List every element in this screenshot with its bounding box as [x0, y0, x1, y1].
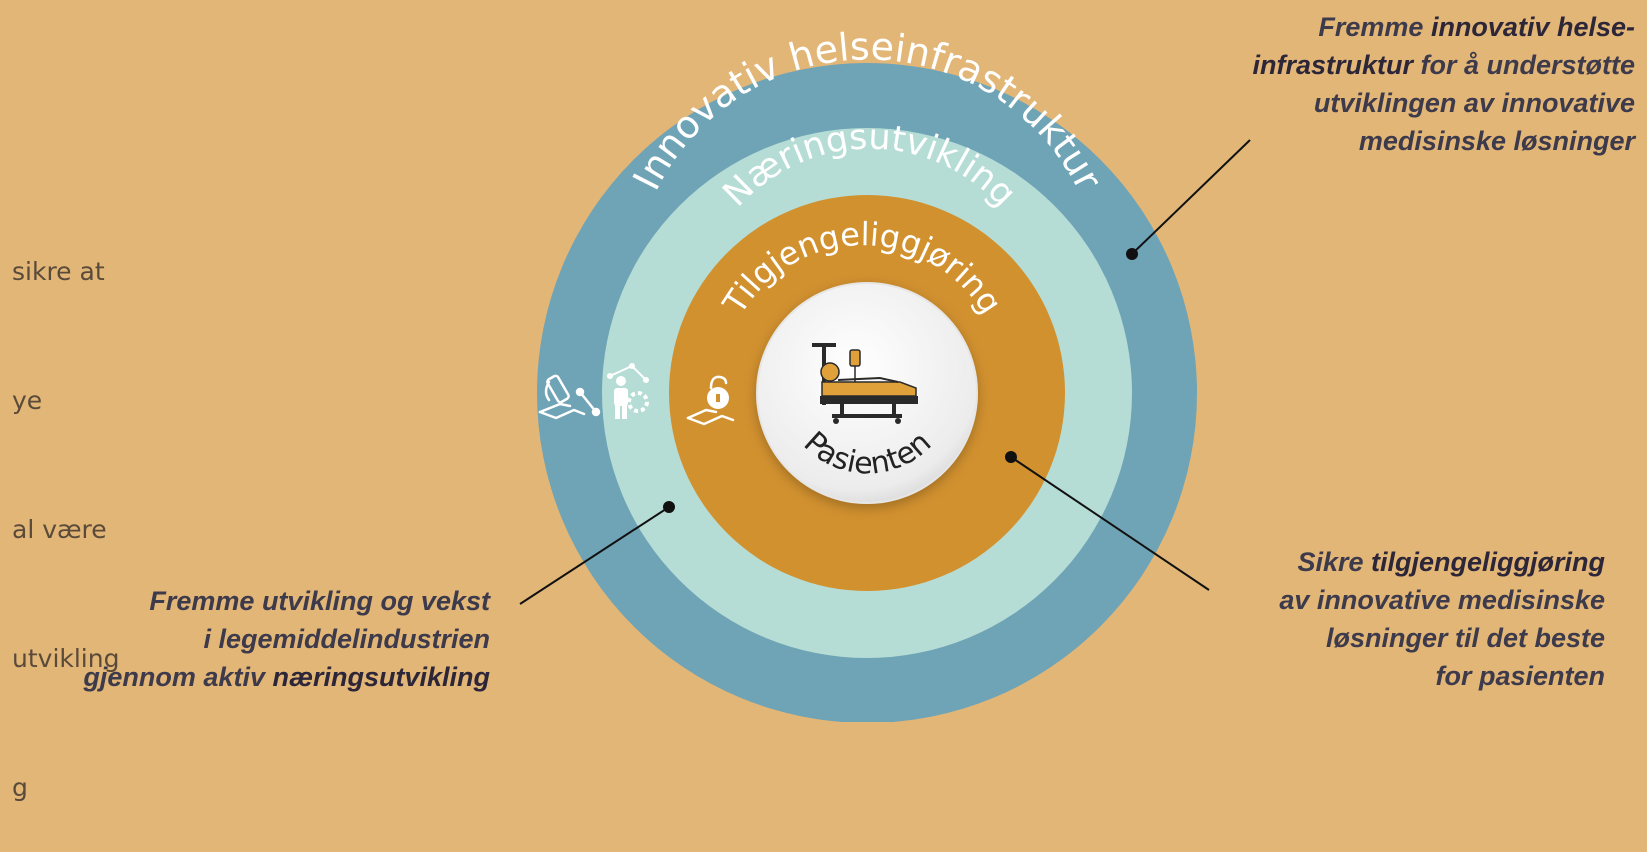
- callout-naeringsutvikling: Fremme utvikling og vekst i legemiddelin…: [83, 582, 490, 696]
- left-text-line: al være: [12, 515, 107, 544]
- callout-text: for pasienten: [1435, 661, 1605, 691]
- callout-text: for å understøtte: [1412, 50, 1635, 80]
- hand-unlock-icon: [686, 375, 735, 426]
- callout-text: av innovative medisinske: [1279, 585, 1605, 615]
- callout-text: gjennom aktiv: [83, 662, 273, 692]
- callout-emphasis: infrastruktur: [1252, 50, 1413, 80]
- callout-emphasis: næringsutvikling: [272, 662, 490, 692]
- left-text-line: utvikling: [12, 644, 120, 673]
- callout-text: utviklingen av innovative: [1313, 88, 1635, 118]
- person-network-gear-icon: [607, 363, 649, 419]
- callout-emphasis: tilgjengeliggjøring: [1371, 547, 1605, 577]
- left-text-fragment: sikre at ye al være utvikling g: [12, 164, 119, 852]
- callout-text: løsninger til det beste: [1325, 623, 1605, 653]
- hand-microscope-icon: [538, 374, 601, 420]
- left-text-line: g: [12, 773, 28, 802]
- callout-text: medisinske løsninger: [1358, 126, 1635, 156]
- connector-tilgj: [1005, 451, 1210, 591]
- left-text-line: sikre at: [12, 257, 105, 286]
- callout-infrastructure: Fremme innovativ helse- infrastruktur fo…: [1252, 8, 1635, 160]
- diagram-canvas: Innovativ helseinfrastruktur Næringsutvi…: [519, 24, 1251, 722]
- callout-emphasis: innovativ helse-: [1430, 12, 1635, 42]
- patient-bed-iv-icon: [812, 343, 918, 424]
- connector-naering: [519, 501, 675, 605]
- left-text-line: ye: [12, 386, 43, 415]
- callout-text: Fremme utvikling og vekst: [149, 586, 490, 616]
- callout-text: Sikre: [1297, 547, 1372, 577]
- connector-infra: [1126, 139, 1251, 260]
- callout-text: i legemiddelindustrien: [203, 624, 490, 654]
- callout-tilgjengeliggjoring: Sikre tilgjengeliggjøring av innovative …: [1279, 543, 1605, 695]
- callout-text: Fremme: [1318, 12, 1431, 42]
